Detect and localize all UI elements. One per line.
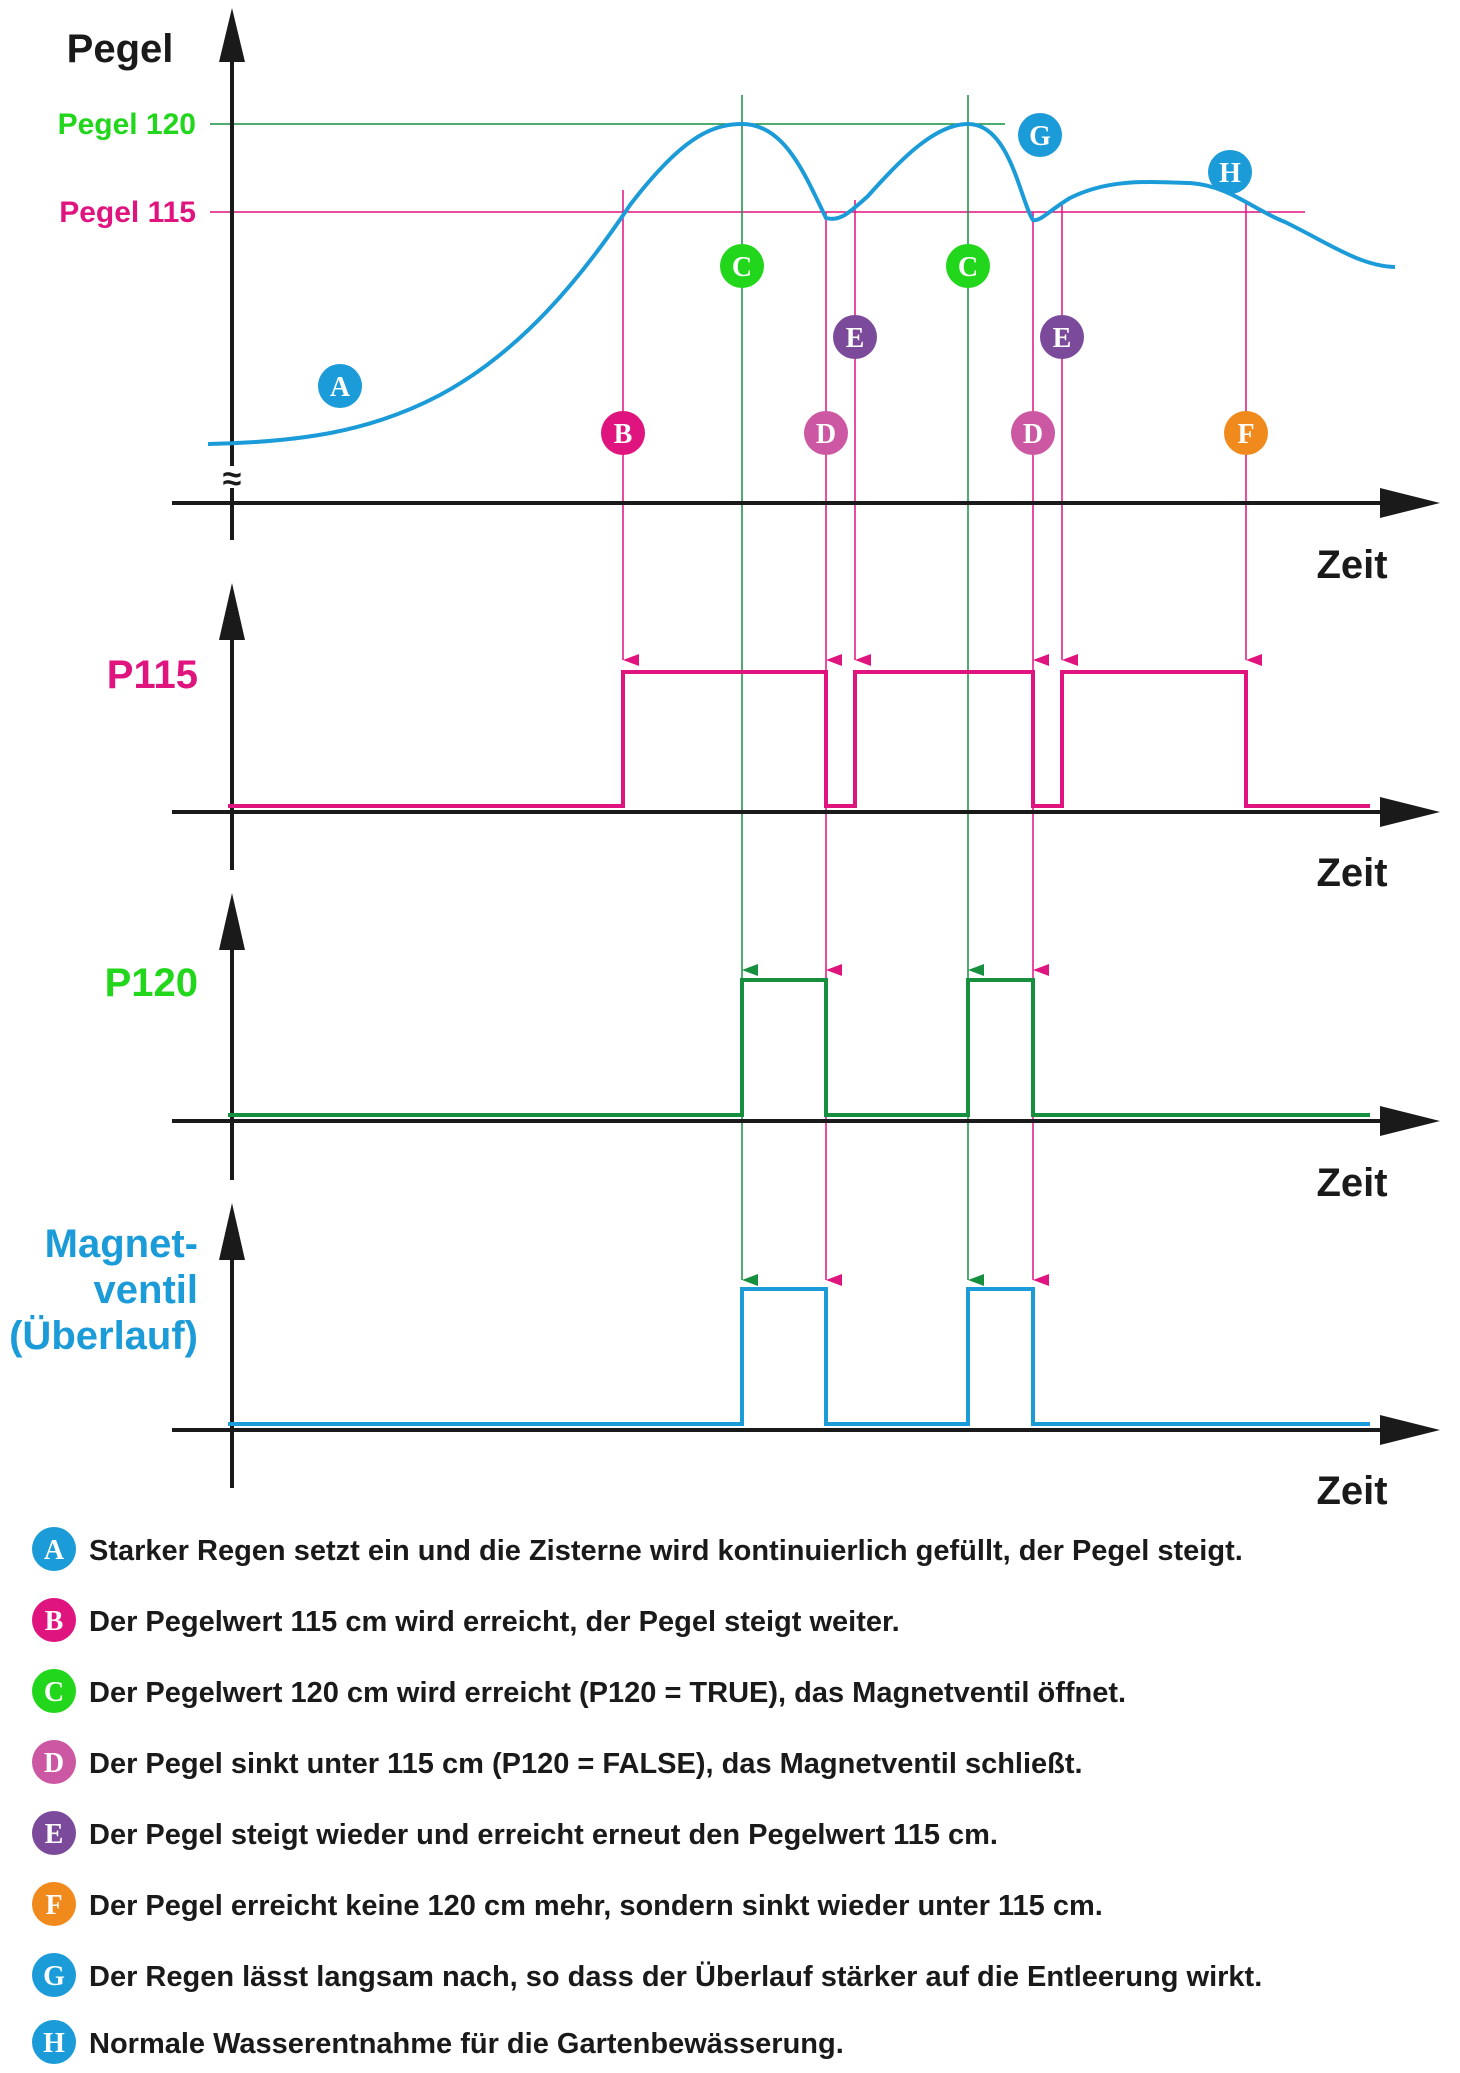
p115-y-axis-arrowhead (219, 583, 245, 640)
legend-item-c: C Der Pegelwert 120 cm wird erreicht (P1… (32, 1669, 1126, 1713)
p120-x-label: Zeit (1316, 1161, 1387, 1205)
p120-signal (228, 978, 1370, 1117)
legend-text-a: Starker Regen setzt ein und die Zisterne… (89, 1535, 1243, 1567)
legend-text-b: Der Pegelwert 115 cm wird erreicht, der … (89, 1606, 900, 1638)
svg-text:E: E (1053, 323, 1072, 354)
svg-text:C: C (44, 1677, 64, 1708)
event-lines (622, 95, 1262, 1286)
ventil-x-label: Zeit (1316, 1469, 1387, 1513)
pegel-y-label: Pegel (67, 27, 174, 71)
legend: A Starker Regen setzt ein und die Zister… (32, 1527, 1262, 2064)
marker-d2: D (1011, 411, 1055, 455)
pegel-x-label: Zeit (1316, 543, 1387, 587)
axis-break-symbol: ≈ (223, 460, 242, 498)
level-curve (207, 121, 1396, 446)
svg-text:B: B (45, 1606, 64, 1637)
ventil-y-label-line2: ventil (94, 1268, 198, 1312)
svg-text:E: E (45, 1819, 64, 1850)
svg-text:C: C (732, 252, 752, 283)
legend-marker-e (32, 1811, 76, 1855)
marker-e2: E (1040, 315, 1084, 359)
p120-panel: P120 Zeit (105, 893, 1440, 1205)
legend-text-h: Normale Wasserentnahme für die Gartenbew… (89, 2028, 844, 2060)
svg-text:F: F (1237, 419, 1254, 450)
legend-marker-g (32, 1953, 76, 1997)
marker-g: G (1018, 113, 1062, 157)
legend-item-h: H Normale Wasserentnahme für die Gartenb… (32, 2020, 844, 2064)
marker-c2: C (946, 244, 990, 288)
legend-item-a: A Starker Regen setzt ein und die Zister… (32, 1527, 1243, 1571)
p120-y-axis-arrowhead (219, 893, 245, 950)
ventil-y-label-line1: Magnet- (45, 1222, 198, 1266)
threshold-120-label: Pegel 120 (58, 108, 196, 141)
legend-marker-a (32, 1527, 76, 1571)
ventil-x-axis-arrowhead (1380, 1415, 1440, 1445)
threshold-115-label: Pegel 115 (59, 196, 196, 229)
legend-item-b: B Der Pegelwert 115 cm wird erreicht, de… (32, 1598, 900, 1642)
ventil-panel: Magnet- ventil (Überlauf) Zeit (9, 1203, 1440, 1513)
p115-x-label: Zeit (1316, 851, 1387, 895)
axis-break-gap (220, 466, 244, 488)
legend-item-f: F Der Pegel erreicht keine 120 cm mehr, … (32, 1882, 1103, 1926)
svg-text:D: D (44, 1748, 64, 1779)
marker-d1: D (804, 411, 848, 455)
p115-x-axis-arrowhead (1380, 797, 1440, 827)
ventil-y-label-line3: (Überlauf) (9, 1313, 198, 1358)
pegel-y-axis-arrowhead (219, 8, 245, 62)
svg-text:D: D (816, 419, 836, 450)
pegel-panel: ≈ Pegel Pegel 120 Pegel 115 Zeit (58, 8, 1440, 1286)
legend-item-d: D Der Pegel sinkt unter 115 cm (P120 = F… (32, 1740, 1083, 1784)
svg-text:D: D (1023, 419, 1043, 450)
marker-b: B (601, 411, 645, 455)
p120-y-label: P120 (105, 961, 198, 1005)
p115-y-label: P115 (107, 653, 198, 697)
svg-text:G: G (1029, 121, 1051, 152)
marker-e1: E (833, 315, 877, 359)
pegel-x-axis-arrowhead (1380, 488, 1440, 518)
svg-text:B: B (614, 419, 633, 450)
legend-text-g: Der Regen lässt langsam nach, so dass de… (89, 1960, 1262, 1993)
legend-item-e: E Der Pegel steigt wieder und erreicht e… (32, 1811, 998, 1855)
ventil-signal (228, 1287, 1370, 1426)
marker-c1: C (720, 244, 764, 288)
svg-text:H: H (1219, 158, 1241, 189)
legend-text-e: Der Pegel steigt wieder und erreicht ern… (89, 1819, 998, 1851)
p120-x-axis-arrowhead (1380, 1106, 1440, 1136)
ventil-y-axis-arrowhead (219, 1203, 245, 1260)
svg-text:E: E (846, 323, 865, 354)
svg-text:G: G (43, 1961, 65, 1992)
legend-text-f: Der Pegel erreicht keine 120 cm mehr, so… (89, 1890, 1103, 1922)
legend-item-g: G Der Regen lässt langsam nach, so dass … (32, 1953, 1262, 1997)
legend-text-c: Der Pegelwert 120 cm wird erreicht (P120… (89, 1677, 1126, 1709)
svg-text:F: F (45, 1890, 62, 1921)
svg-text:H: H (43, 2028, 65, 2059)
event-markers: A B C D E C D E (318, 113, 1268, 455)
legend-marker-d (32, 1740, 76, 1784)
marker-f: F (1224, 411, 1268, 455)
legend-marker-b (32, 1598, 76, 1642)
marker-h: H (1208, 150, 1252, 194)
marker-a: A (318, 364, 362, 408)
p115-signal (228, 670, 1370, 808)
legend-marker-c (32, 1669, 76, 1713)
legend-marker-h (32, 2020, 76, 2064)
legend-text-d: Der Pegel sinkt unter 115 cm (P120 = FAL… (89, 1748, 1083, 1780)
legend-marker-f (32, 1882, 76, 1926)
p115-panel: P115 Zeit (107, 583, 1440, 895)
svg-text:A: A (330, 372, 351, 403)
svg-text:A: A (44, 1535, 65, 1566)
svg-text:C: C (958, 252, 978, 283)
